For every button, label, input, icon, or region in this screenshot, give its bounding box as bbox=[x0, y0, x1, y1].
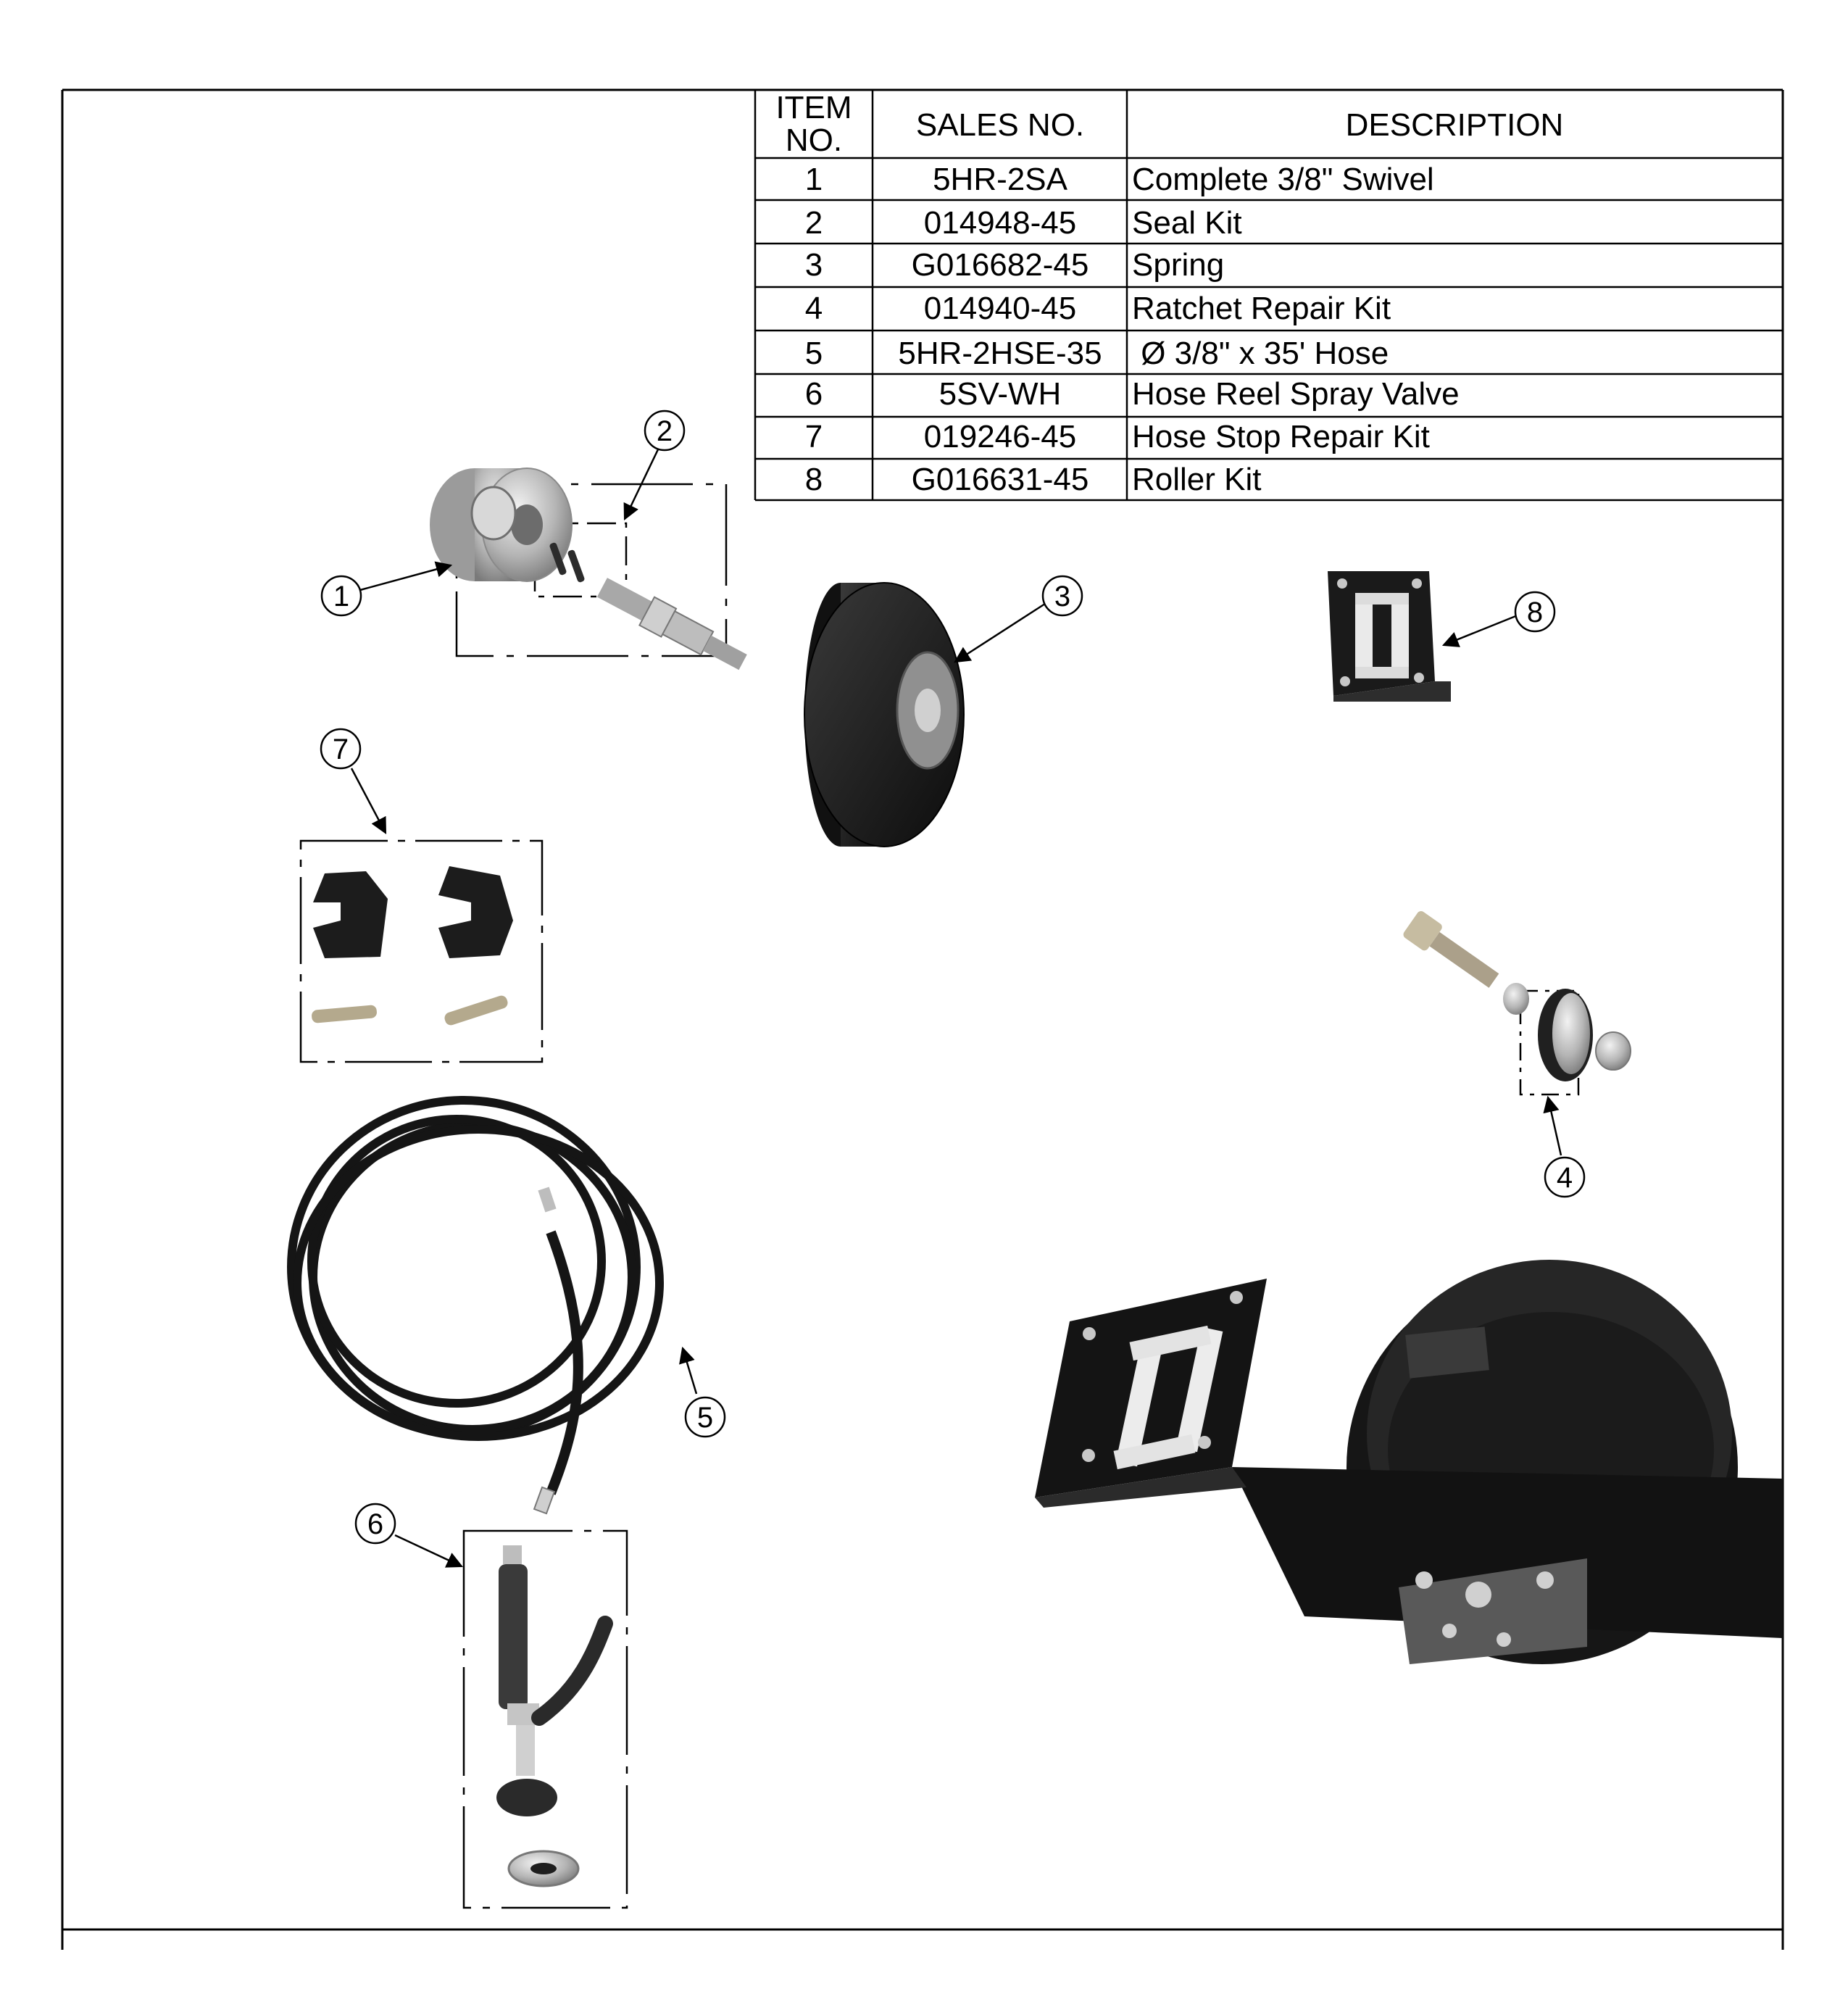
sales-no-cell: 5HR-2HSE-35 bbox=[898, 336, 1102, 371]
item-no-cell: 3 bbox=[805, 247, 823, 283]
sales-no-cell: 014948-45 bbox=[924, 205, 1076, 241]
table-row: 4 014940-45 Ratchet Repair Kit bbox=[805, 291, 1391, 326]
drawing-border bbox=[61, 88, 1784, 1950]
svg-text:3: 3 bbox=[1054, 581, 1070, 612]
leader-lines bbox=[350, 447, 1562, 1568]
table-row: 8 G016631-45 Roller Kit bbox=[805, 462, 1262, 497]
svg-text:4: 4 bbox=[1557, 1162, 1573, 1194]
item-no-cell: 7 bbox=[805, 419, 823, 454]
description-cell: Spring bbox=[1132, 247, 1224, 283]
sales-no-cell: 019246-45 bbox=[924, 419, 1076, 454]
table-row: 7 019246-45 Hose Stop Repair Kit bbox=[805, 419, 1430, 454]
svg-text:6: 6 bbox=[367, 1508, 383, 1540]
item-balloon-7: 7 bbox=[320, 728, 362, 770]
header-description: DESCRIPTION bbox=[1346, 107, 1564, 143]
svg-text:2: 2 bbox=[657, 415, 673, 447]
spring-drum-illustration bbox=[804, 582, 965, 847]
description-cell: Complete 3/8" Swivel bbox=[1132, 162, 1434, 197]
item-no-cell: 1 bbox=[805, 162, 823, 197]
sales-no-cell: G016631-45 bbox=[912, 462, 1089, 497]
table-row: 1 5HR-2SA Complete 3/8" Swivel bbox=[805, 162, 1434, 197]
header-item-no-line2: NO. bbox=[786, 122, 842, 158]
sales-no-cell: 5SV-WH bbox=[939, 376, 1062, 412]
parts-table: ITEM NO. SALES NO. DESCRIPTION 1 5HR-2SA… bbox=[754, 90, 1783, 502]
item-balloon-4: 4 bbox=[1544, 1156, 1586, 1198]
item-balloon-3: 3 bbox=[1041, 575, 1083, 617]
description-cell: Ø 3/8" x 35' Hose bbox=[1132, 336, 1389, 371]
svg-text:8: 8 bbox=[1527, 597, 1543, 628]
table-row: 2 014948-45 Seal Kit bbox=[805, 205, 1242, 241]
item-no-cell: 5 bbox=[805, 336, 823, 371]
item-balloon-1: 1 bbox=[320, 575, 362, 617]
svg-text:5: 5 bbox=[697, 1402, 713, 1434]
description-cell: Hose Reel Spray Valve bbox=[1132, 376, 1460, 412]
item-no-cell: 2 bbox=[805, 205, 823, 241]
table-row: 5 5HR-2HSE-35 Ø 3/8" x 35' Hose bbox=[805, 336, 1389, 371]
sales-no-cell: 014940-45 bbox=[924, 291, 1076, 326]
assembled-hose-reel-illustration bbox=[1035, 1260, 1783, 1664]
svg-text:7: 7 bbox=[333, 734, 349, 765]
description-cell: Seal Kit bbox=[1132, 205, 1242, 241]
header-item-no-line1: ITEM bbox=[775, 90, 852, 125]
item-balloon-8: 8 bbox=[1514, 591, 1556, 633]
item-no-cell: 6 bbox=[805, 376, 823, 412]
header-sales-no: SALES NO. bbox=[916, 107, 1084, 143]
svg-text:1: 1 bbox=[333, 581, 349, 612]
item-balloon-2: 2 bbox=[644, 410, 686, 452]
hose-coil-illustration bbox=[287, 1096, 664, 1515]
item-no-cell: 4 bbox=[805, 291, 823, 326]
description-cell: Roller Kit bbox=[1132, 462, 1262, 497]
table-row: 3 G016682-45 Spring bbox=[805, 247, 1224, 283]
sales-no-cell: G016682-45 bbox=[912, 247, 1089, 283]
roller-kit-illustration bbox=[1328, 571, 1451, 702]
sales-no-cell: 5HR-2SA bbox=[933, 162, 1067, 197]
item-no-cell: 8 bbox=[805, 462, 823, 497]
swivel-assembly-illustration bbox=[430, 468, 747, 670]
table-row: 6 5SV-WH Hose Reel Spray Valve bbox=[805, 376, 1460, 412]
description-cell: Hose Stop Repair Kit bbox=[1132, 419, 1430, 454]
item-balloon-5: 5 bbox=[684, 1396, 726, 1438]
item-balloon-6: 6 bbox=[354, 1503, 396, 1545]
description-cell: Ratchet Repair Kit bbox=[1132, 291, 1391, 326]
ratchet-kit-illustration bbox=[1403, 911, 1631, 1096]
hose-stop-illustration bbox=[299, 839, 544, 1063]
spray-valve-illustration bbox=[462, 1529, 628, 1909]
